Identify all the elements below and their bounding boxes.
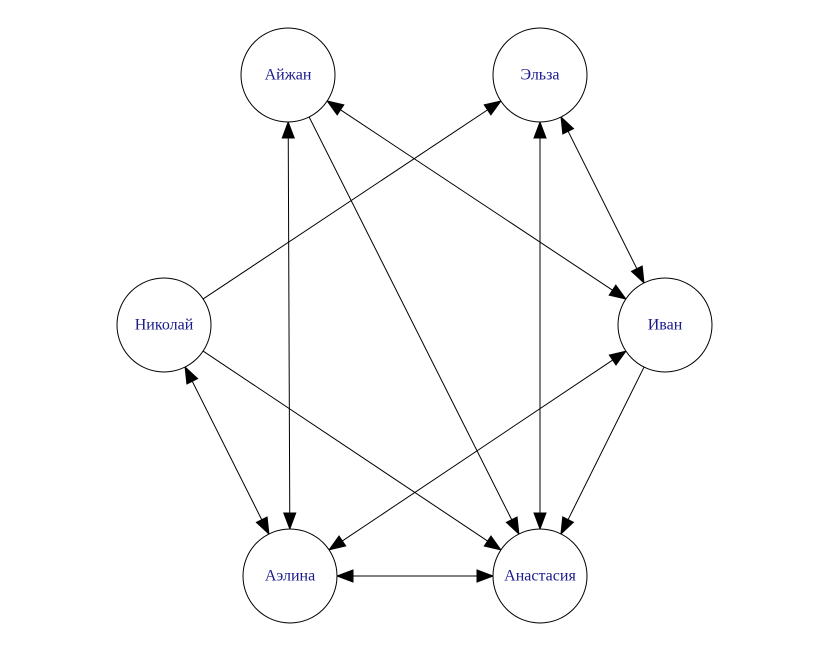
arrowhead-icon bbox=[255, 516, 270, 536]
edge-line bbox=[338, 108, 615, 292]
arrowhead-icon bbox=[281, 120, 295, 139]
node-nikolai[interactable]: Николай bbox=[116, 277, 212, 373]
edge-aelina-anastasia[interactable] bbox=[335, 569, 495, 583]
arrowhead-icon bbox=[325, 100, 345, 116]
arrowhead-icon bbox=[560, 516, 575, 536]
edge-aizhan-aelina[interactable] bbox=[281, 120, 297, 531]
edge-nikolai-aelina[interactable] bbox=[184, 365, 270, 536]
arrowhead-icon bbox=[283, 512, 297, 531]
arrowhead-icon bbox=[608, 350, 628, 366]
edge-line bbox=[191, 379, 263, 522]
node-circle bbox=[492, 528, 588, 624]
node-label: Айжан bbox=[265, 67, 312, 84]
arrowhead-icon bbox=[630, 265, 645, 285]
arrowhead-icon bbox=[533, 120, 547, 139]
node-circle bbox=[617, 277, 713, 373]
arrowhead-icon bbox=[608, 284, 628, 300]
arrowhead-icon bbox=[483, 535, 503, 551]
arrowhead-icon bbox=[560, 115, 575, 135]
edge-elza-anastasia[interactable] bbox=[533, 120, 547, 531]
arrowhead-icon bbox=[335, 569, 354, 583]
arrowhead-icon bbox=[184, 365, 199, 385]
node-label: Николай bbox=[135, 317, 194, 334]
arrowhead-icon bbox=[327, 535, 347, 551]
edge-nikolai-elza[interactable] bbox=[202, 100, 503, 300]
edge-line bbox=[566, 366, 645, 522]
edge-line bbox=[340, 358, 615, 543]
node-label: Аэлина bbox=[265, 568, 315, 585]
node-circle bbox=[116, 277, 212, 373]
edge-aizhan-ivan[interactable] bbox=[325, 100, 628, 300]
nodes-layer: Айжан Эльза Николай Иван Аэлина Анастаси… bbox=[116, 27, 713, 624]
edge-line bbox=[202, 350, 490, 543]
edge-elza-ivan[interactable] bbox=[560, 115, 645, 285]
node-label: Иван bbox=[648, 317, 683, 334]
node-label: Эльза bbox=[520, 67, 559, 84]
arrowhead-icon bbox=[533, 512, 547, 531]
edge-line bbox=[287, 136, 291, 515]
node-circle bbox=[492, 27, 588, 123]
node-aelina[interactable]: Аэлина bbox=[242, 528, 338, 624]
node-circle bbox=[242, 528, 338, 624]
edge-ivan-aelina[interactable] bbox=[327, 350, 628, 551]
edge-line bbox=[308, 116, 513, 522]
node-ivan[interactable]: Иван bbox=[617, 277, 713, 373]
edge-ivan-anastasia[interactable] bbox=[560, 366, 645, 536]
node-elza[interactable]: Эльза bbox=[492, 27, 588, 123]
edge-aizhan-anastasia[interactable] bbox=[308, 116, 520, 536]
node-circle bbox=[240, 27, 336, 123]
node-anastasia[interactable]: Анастасия bbox=[492, 528, 588, 624]
edge-nikolai-anastasia[interactable] bbox=[202, 350, 503, 551]
edges-layer bbox=[184, 100, 645, 583]
edge-line bbox=[567, 129, 638, 271]
node-label: Анастасия bbox=[504, 568, 576, 585]
arrowhead-icon bbox=[483, 100, 503, 116]
node-aizhan[interactable]: Айжан bbox=[240, 27, 336, 123]
arrowhead-icon bbox=[505, 516, 520, 536]
edge-line bbox=[202, 108, 490, 300]
arrowhead-icon bbox=[476, 569, 495, 583]
